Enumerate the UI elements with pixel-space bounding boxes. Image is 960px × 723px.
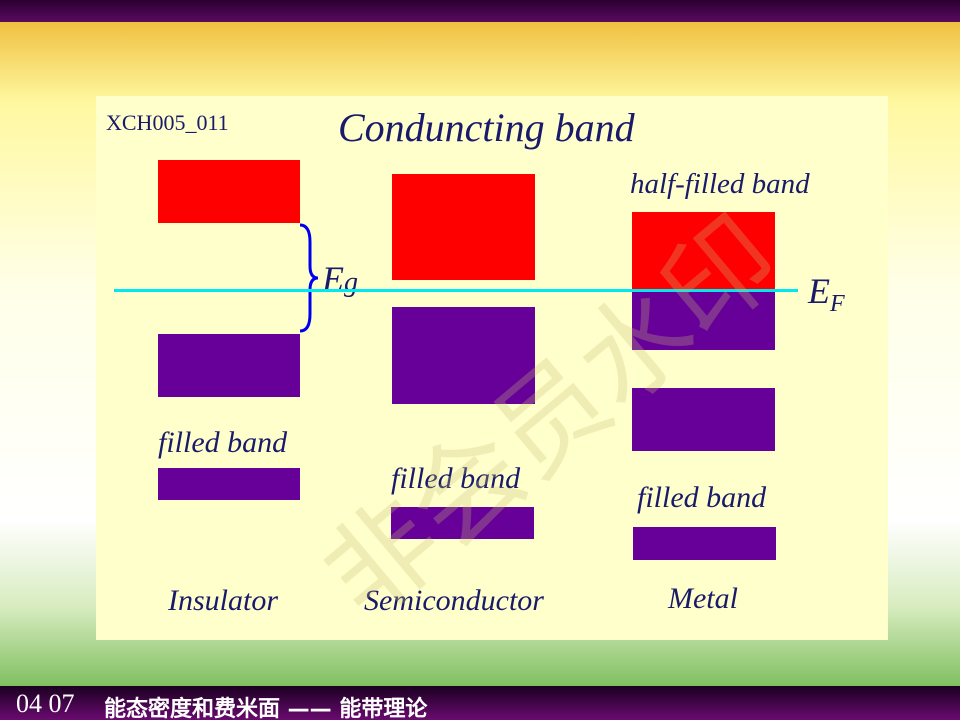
metal-empty-part: [632, 212, 775, 290]
semiconductor-valence-band: [392, 307, 535, 404]
slide-number: 04 07: [16, 689, 75, 718]
insulator-filled-band: [158, 468, 300, 500]
semiconductor-filled-band: [391, 507, 534, 539]
footer-bar: 04 07 能态密度和费米面 —— 能带理论: [0, 686, 960, 722]
band-gap-brace: [299, 223, 319, 333]
column-label-insulator: Insulator: [168, 584, 279, 617]
slide-code: XCH005_011: [106, 110, 229, 135]
insulator-valence-band: [158, 334, 300, 397]
column-label-semiconductor: Semiconductor: [364, 584, 544, 617]
footer-title: 能态密度和费米面 —— 能带理论: [104, 697, 428, 722]
metal-filled-band: [633, 527, 776, 560]
slide-title: Conduncting band: [338, 105, 635, 150]
top-bar: [0, 0, 960, 22]
insulator-conduction-band: [158, 160, 300, 223]
band-gap-label: Eg: [322, 259, 358, 299]
fermi-level-line: [114, 289, 798, 292]
metal-filled-part: [632, 290, 775, 350]
semiconductor-filled-label: filled band: [391, 462, 521, 495]
insulator-filled-label: filled band: [158, 426, 288, 459]
metal-lower-band: [632, 388, 775, 451]
half-filled-label: half-filled band: [630, 168, 810, 200]
metal-filled-label: filled band: [637, 481, 767, 514]
semiconductor-conduction-band: [392, 174, 535, 280]
fermi-level-label: EF: [808, 271, 845, 317]
column-label-metal: Metal: [668, 582, 738, 615]
